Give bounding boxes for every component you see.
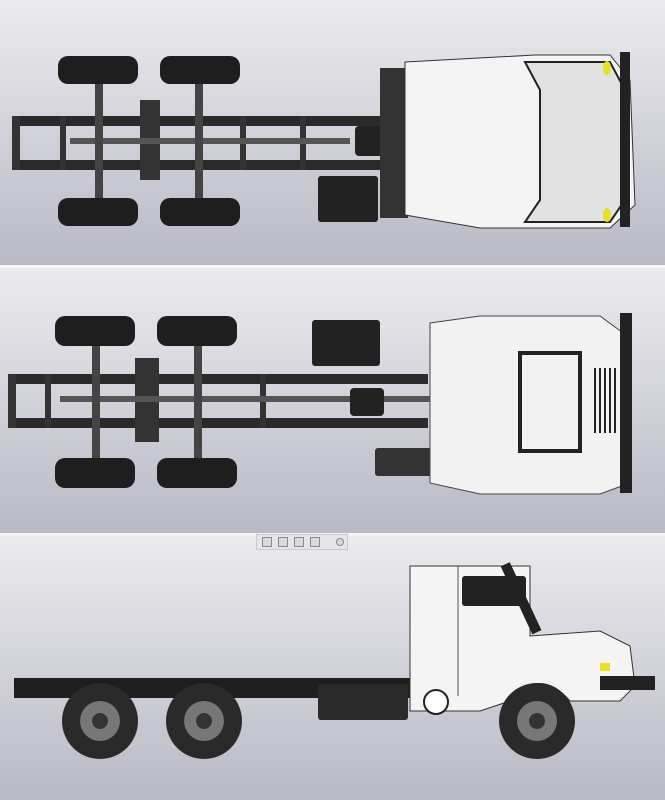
options-icon[interactable] [336,538,344,546]
viewport-bottom[interactable] [0,268,665,533]
view-toolbar [256,534,348,550]
truck-bottom-view [8,313,632,495]
viewport-top[interactable] [0,0,665,265]
wheels [62,683,575,759]
view-orientation-icon[interactable] [262,537,272,547]
section-view-icon[interactable] [294,537,304,547]
viewport-divider[interactable] [0,265,665,268]
display-style-icon[interactable] [278,537,288,547]
truck-side-view [14,562,655,759]
viewport-side[interactable] [0,536,665,800]
hide-show-icon[interactable] [310,537,320,547]
truck-top-view [12,52,636,229]
